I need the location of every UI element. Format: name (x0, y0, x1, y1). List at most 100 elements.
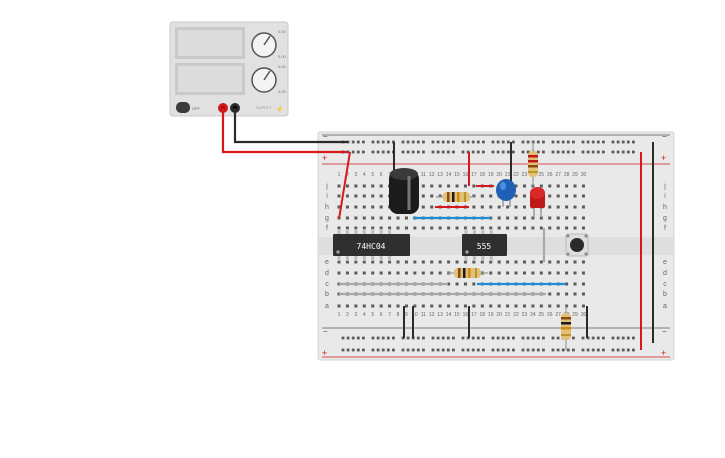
rail-hole[interactable] (351, 150, 355, 154)
breadboard-hole[interactable] (556, 184, 560, 188)
rail-hole[interactable] (346, 348, 350, 352)
rail-hole[interactable] (376, 140, 380, 144)
rail-hole[interactable] (542, 140, 545, 144)
breadboard-hole[interactable] (556, 292, 560, 296)
breadboard-hole[interactable] (472, 260, 476, 264)
breadboard-hole[interactable] (514, 260, 518, 264)
breadboard-hole[interactable] (430, 194, 434, 198)
rail-hole[interactable] (471, 140, 475, 144)
rail-hole[interactable] (376, 150, 380, 154)
breadboard-hole[interactable] (489, 205, 493, 209)
supply-wires[interactable] (221, 108, 348, 154)
rail-hole[interactable] (406, 140, 410, 144)
rail-hole[interactable] (482, 140, 485, 144)
rail-hole[interactable] (556, 150, 560, 154)
rail-hole[interactable] (446, 150, 450, 154)
rail-hole[interactable] (362, 150, 365, 154)
breadboard-hole[interactable] (413, 304, 417, 308)
breadboard-hole[interactable] (506, 304, 510, 308)
breadboard-hole[interactable] (362, 216, 366, 220)
rail-hole[interactable] (536, 348, 540, 352)
breadboard-hole[interactable] (354, 194, 358, 198)
red-led[interactable] (530, 187, 545, 218)
breadboard-hole[interactable] (388, 271, 392, 275)
rail-hole[interactable] (422, 348, 425, 352)
breadboard-hole[interactable] (497, 226, 501, 230)
breadboard-hole[interactable] (438, 226, 442, 230)
rail-hole[interactable] (602, 150, 605, 154)
breadboard-hole[interactable] (371, 304, 375, 308)
rail-hole[interactable] (531, 348, 535, 352)
rail-hole[interactable] (491, 150, 495, 154)
rail-hole[interactable] (536, 140, 540, 144)
rail-hole[interactable] (611, 150, 615, 154)
breadboard-hole[interactable] (404, 260, 408, 264)
breadboard-hole[interactable] (581, 271, 585, 275)
rail-hole[interactable] (431, 348, 435, 352)
rail-hole[interactable] (351, 336, 355, 340)
rail-hole[interactable] (406, 150, 410, 154)
breadboard-hole[interactable] (345, 260, 349, 264)
breadboard-hole[interactable] (581, 194, 585, 198)
rail-hole[interactable] (581, 348, 585, 352)
rail-hole[interactable] (581, 336, 585, 340)
rail-hole[interactable] (376, 336, 380, 340)
rail-hole[interactable] (452, 348, 455, 352)
rail-hole[interactable] (431, 140, 435, 144)
breadboard-hole[interactable] (404, 271, 408, 275)
breadboard-hole[interactable] (497, 260, 501, 264)
rail-hole[interactable] (491, 336, 495, 340)
breadboard-hole[interactable] (539, 271, 543, 275)
breadboard-hole[interactable] (362, 271, 366, 275)
rail-hole[interactable] (526, 348, 530, 352)
rail-hole[interactable] (531, 336, 535, 340)
breadboard-hole[interactable] (362, 304, 366, 308)
breadboard-hole[interactable] (548, 216, 552, 220)
rail-hole[interactable] (362, 348, 365, 352)
breadboard-hole[interactable] (531, 260, 535, 264)
rail-hole[interactable] (591, 140, 595, 144)
breadboard-hole[interactable] (379, 194, 383, 198)
rail-hole[interactable] (436, 336, 440, 340)
rail-hole[interactable] (441, 348, 445, 352)
rail-hole[interactable] (536, 150, 540, 154)
rail-hole[interactable] (616, 348, 620, 352)
breadboard-hole[interactable] (522, 216, 526, 220)
breadboard-hole[interactable] (522, 226, 526, 230)
rail-hole[interactable] (621, 336, 625, 340)
breadboard-hole[interactable] (565, 304, 569, 308)
breadboard-hole[interactable] (556, 260, 560, 264)
breadboard-hole[interactable] (573, 205, 577, 209)
rail-hole[interactable] (626, 348, 630, 352)
breadboard-hole[interactable] (506, 216, 510, 220)
rail-hole[interactable] (561, 140, 565, 144)
rail-hole[interactable] (521, 348, 525, 352)
rail-hole[interactable] (452, 140, 455, 144)
rail-hole[interactable] (411, 150, 415, 154)
breadboard-hole[interactable] (514, 304, 518, 308)
rail-hole[interactable] (551, 348, 555, 352)
rail-hole[interactable] (386, 150, 390, 154)
breadboard-hole[interactable] (455, 260, 459, 264)
rail-hole[interactable] (566, 140, 570, 144)
breadboard-hole[interactable] (573, 271, 577, 275)
breadboard-hole[interactable] (421, 184, 425, 188)
breadboard-hole[interactable] (581, 184, 585, 188)
breadboard-hole[interactable] (573, 226, 577, 230)
breadboard-hole[interactable] (489, 226, 493, 230)
rail-hole[interactable] (452, 150, 455, 154)
rail-hole[interactable] (441, 150, 445, 154)
rail-hole[interactable] (501, 348, 505, 352)
rail-hole[interactable] (611, 140, 615, 144)
breadboard-hole[interactable] (565, 205, 569, 209)
rail-hole[interactable] (521, 336, 525, 340)
breadboard-hole[interactable] (430, 304, 434, 308)
rail-hole[interactable] (416, 150, 420, 154)
rail-hole[interactable] (346, 150, 350, 154)
rail-hole[interactable] (411, 348, 415, 352)
rail-hole[interactable] (496, 150, 500, 154)
breadboard-hole[interactable] (337, 271, 341, 275)
rail-hole[interactable] (441, 336, 445, 340)
breadboard-hole[interactable] (489, 260, 493, 264)
breadboard-hole[interactable] (565, 194, 569, 198)
